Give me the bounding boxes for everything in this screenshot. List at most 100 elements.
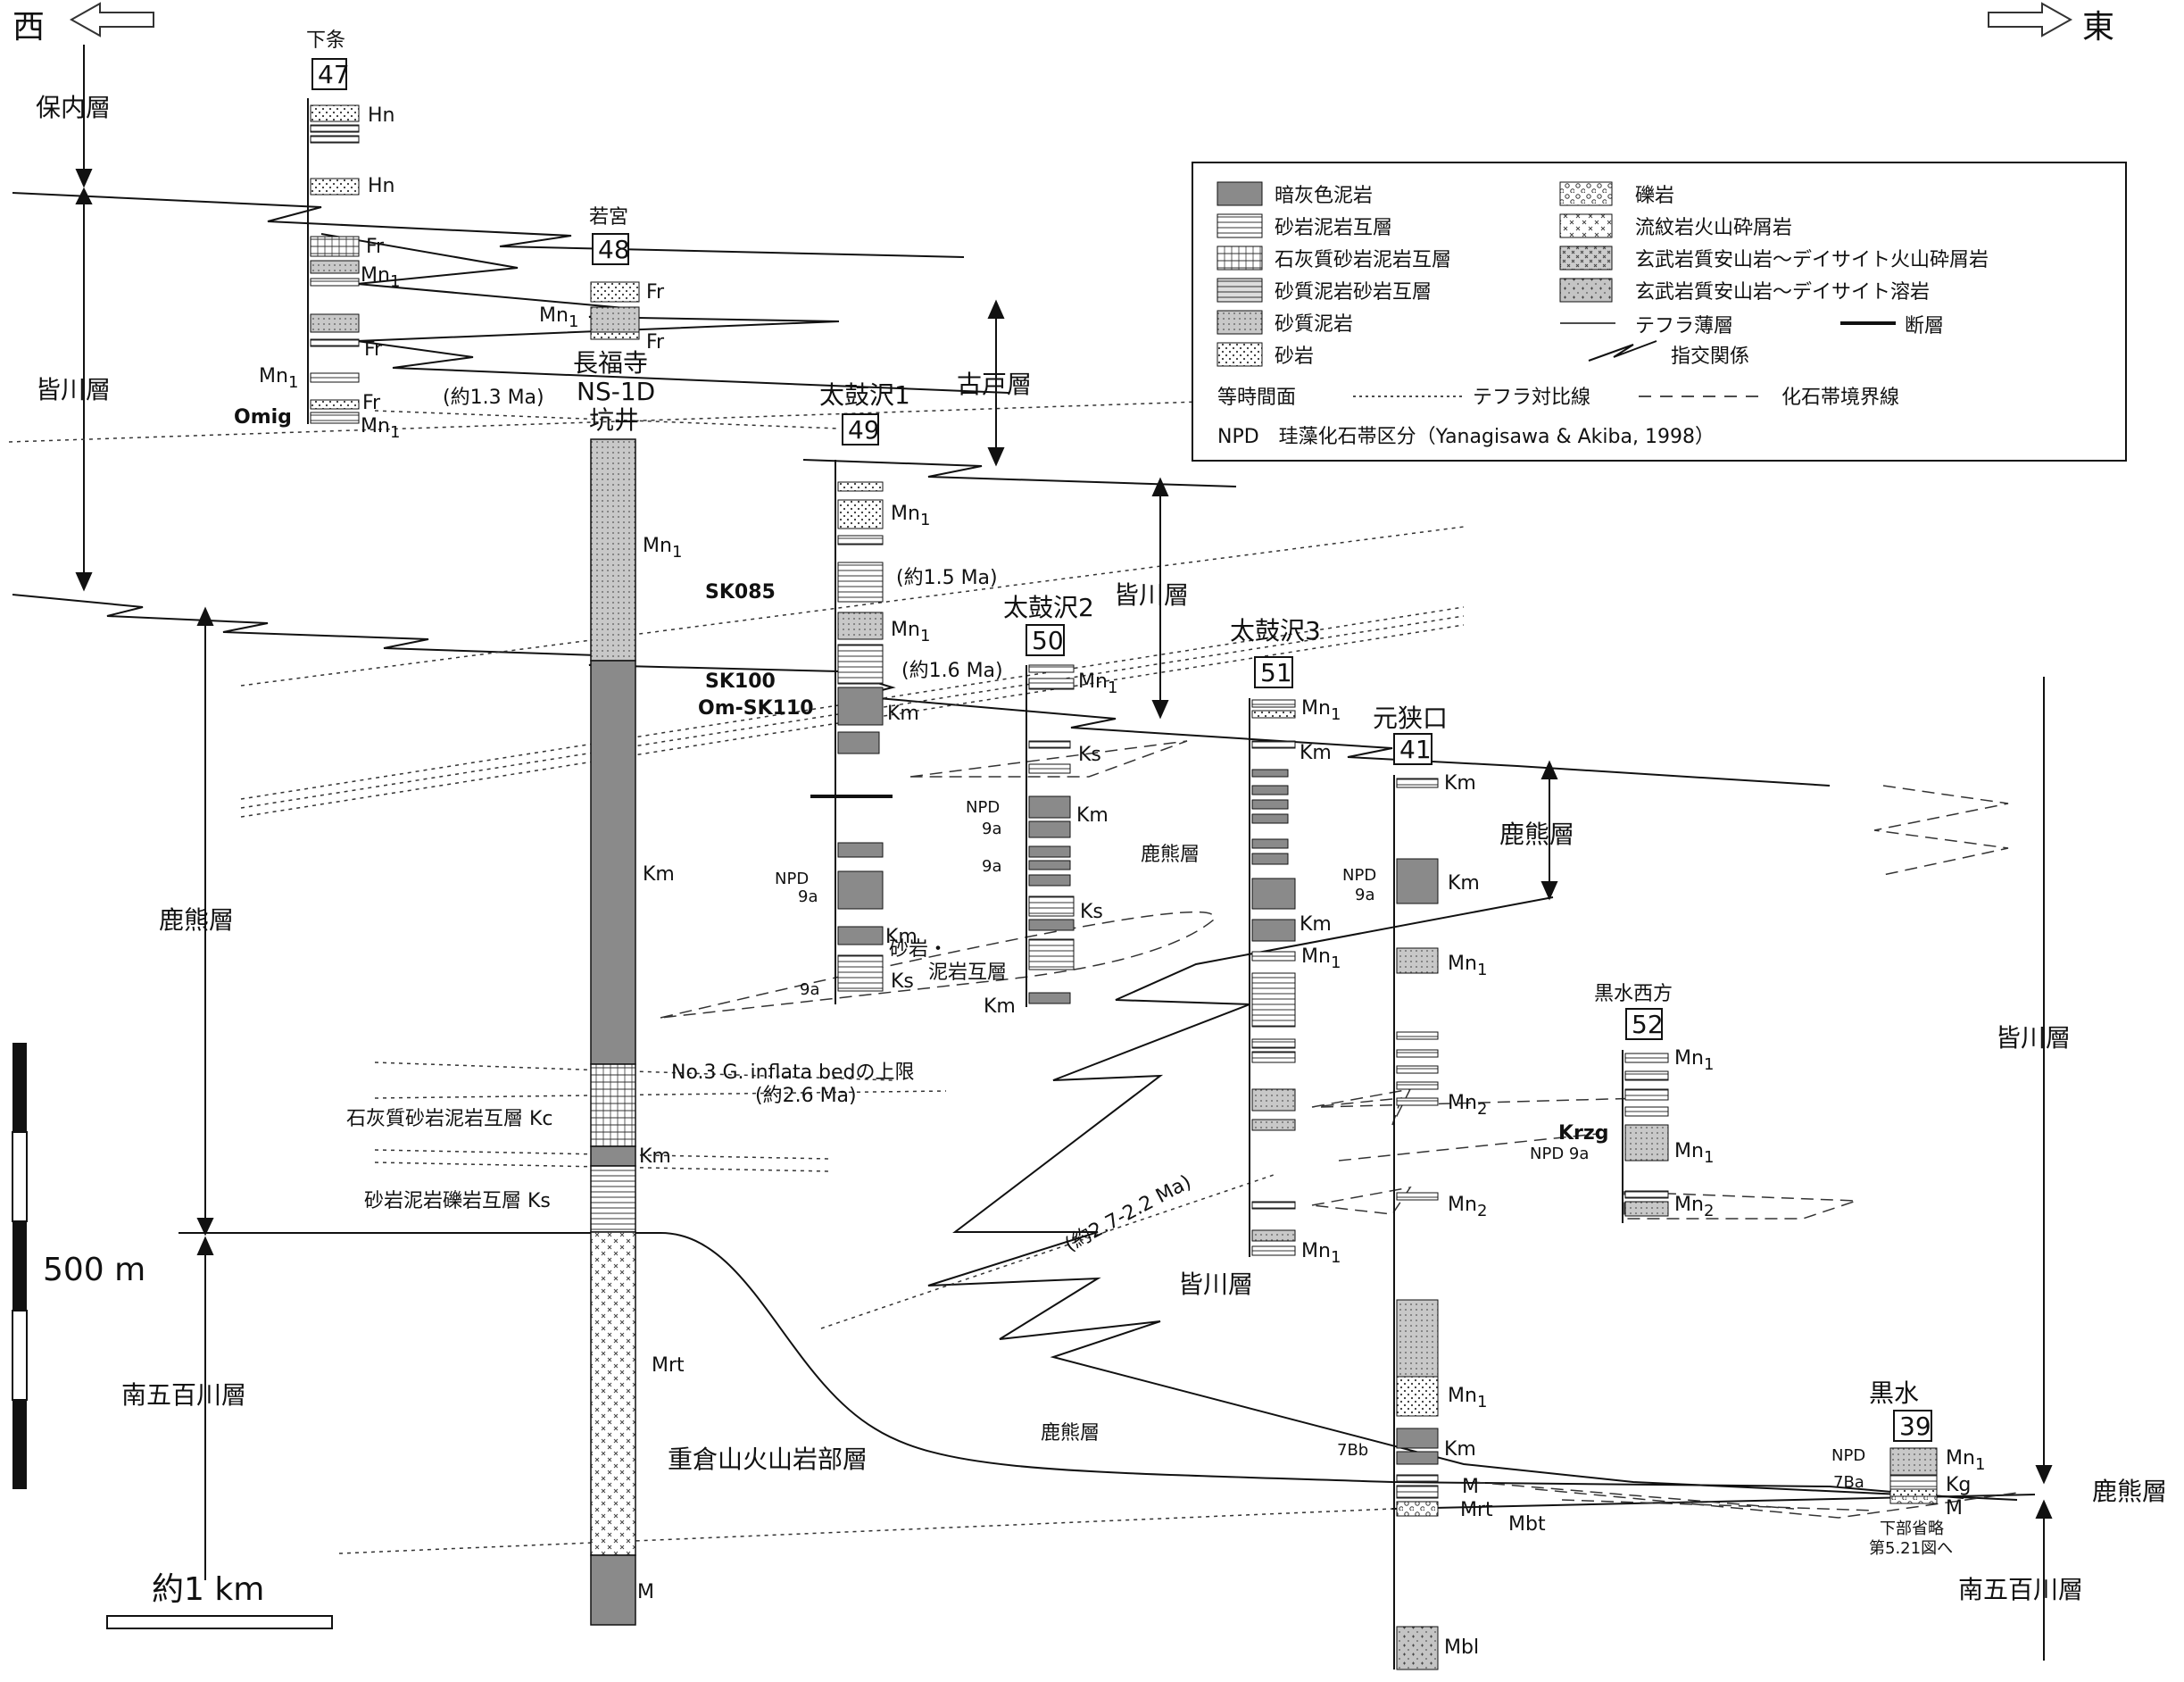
age-1-6ma-label: (約1.6 Ma) — [901, 660, 1003, 682]
mn1-label-51c: Mn1 — [1301, 1240, 1341, 1267]
m-label-ns1d: M — [637, 1581, 654, 1603]
kakuma-formation-label-east: 鹿熊層 — [1499, 820, 1574, 849]
npd-label-49: NPD — [775, 870, 809, 888]
fr-label-47c: Fr — [362, 392, 381, 414]
section-52-name: 黒水西方 — [1594, 983, 1673, 1005]
km-label-ns1d: Km — [643, 863, 675, 886]
mn1-label-41a: Mn1 — [1448, 953, 1487, 979]
section-39-num-box — [1893, 1410, 1932, 1442]
krzg-tephra-label: Krzg — [1558, 1122, 1608, 1145]
section-52-num: 52 — [1632, 1010, 1664, 1039]
section-49-name: 太鼓沢1 — [819, 380, 910, 410]
legend-box — [1192, 162, 2127, 462]
section-50-num: 50 — [1032, 626, 1064, 655]
npd-9a-label-41: 9a — [1355, 886, 1374, 904]
omig-tephra-label: Omig — [234, 406, 292, 429]
section-41: 元狭口 41 Km Km Mn1 Mn2 Mn2 Mn1 Km M Mrt Mb… — [1337, 704, 1546, 1670]
legend-basalt-lava: 玄武岩質安山岩〜デイサイト溶岩 — [1635, 281, 1930, 304]
m-label-39: M — [1946, 1497, 1963, 1520]
mn1-label-41b: Mn1 — [1448, 1385, 1487, 1411]
mn1-label-ns1d: Mn1 — [643, 535, 682, 562]
km-label-51b: Km — [1300, 913, 1332, 936]
horizontal-scale-label: 約1 km — [152, 1571, 264, 1608]
age-2-6ma-label: (約2.6 Ma) — [755, 1085, 857, 1107]
lower-omitted-note: 下部省略 — [1880, 1520, 1944, 1538]
section-39: 黒水 39 Mn1 Kg M NPD 7Ba 下部省略 第5.21図へ — [1831, 1378, 1985, 1558]
section-47-name: 下条 — [306, 29, 345, 52]
age-1-3ma-label: (約1.3 Ma) — [443, 387, 544, 409]
kc-description-label: 石灰質砂岩泥岩互層 Kc — [346, 1108, 553, 1130]
mn1-label-50: Mn1 — [1078, 670, 1117, 697]
legend-conglomerate: 礫岩 — [1635, 185, 1674, 207]
minagawa-formation-label-lower: 皆川層 — [1178, 1270, 1253, 1299]
fossil-zone-lines — [660, 740, 2018, 1519]
m-label-41: M — [1462, 1476, 1479, 1498]
section-51-num-box — [1254, 656, 1293, 688]
sandstone-mud-label-2: 泥岩互層 — [928, 962, 1007, 984]
section-50-name: 太鼓沢2 — [1003, 593, 1094, 622]
npd-label-39: NPD — [1831, 1446, 1865, 1465]
mn1-label-47c: Mn1 — [361, 415, 400, 442]
ks-label-50a: Ks — [1078, 744, 1101, 766]
section-48: 若宮 48 Fr Mn1 Fr — [539, 206, 665, 354]
section-47-num-box — [311, 58, 347, 90]
ns1d-name-line1: 長福寺 — [573, 348, 648, 378]
section-39-num: 39 — [1899, 1411, 1931, 1441]
legend-fossil-bound: 化石帯境界線 — [1781, 387, 1899, 409]
km-label-51a: Km — [1300, 742, 1332, 764]
east-direction: 東 — [1988, 2, 2114, 46]
inflata-bed-label: No.3 G. inflata bedの上限 — [671, 1062, 915, 1084]
age-1-5ma-label: (約1.5 Ma) — [896, 567, 998, 589]
legend-dark-mud: 暗灰色泥岩 — [1275, 185, 1373, 207]
age-2-7-2-2ma-label: (約2.7-2.2 Ma) — [1061, 1171, 1195, 1257]
east-label: 東 — [2082, 9, 2114, 46]
section-48-num: 48 — [598, 235, 630, 264]
west-label: 西 — [12, 9, 45, 46]
mn1-label-51b: Mn1 — [1301, 945, 1341, 972]
west-formation-ranges — [75, 45, 214, 1580]
mn1-label-49b: Mn1 — [891, 619, 930, 645]
km-label-41c: Km — [1444, 1438, 1476, 1461]
sk085-tephra-label: SK085 — [705, 581, 776, 604]
kakuma-formation-label-west: 鹿熊層 — [159, 905, 234, 935]
legend-sandstone: 砂岩 — [1275, 346, 1314, 368]
ns1d-name-line2: NS-1D — [577, 377, 655, 406]
fr-label-48b: Fr — [646, 331, 665, 354]
section-48-name: 若宮 — [589, 206, 628, 229]
ks-label-49: Ks — [891, 970, 914, 993]
mn1-label-48: Mn1 — [539, 304, 578, 331]
honai-formation-label: 保内層 — [36, 93, 111, 122]
fr-label-47b: Fr — [364, 338, 383, 361]
section-49-num: 49 — [848, 415, 880, 445]
mbt-label-41: Mbt — [1508, 1513, 1546, 1536]
mn2-label-52: Mn2 — [1674, 1194, 1714, 1220]
correlation-lines — [12, 192, 2036, 1510]
section-49: 太鼓沢1 49 Mn1 Mn1 Km Km Ks (約1.5 Ma) (約1.6… — [775, 380, 1016, 1018]
minamiiogawa-formation-label-west: 南五百川層 — [121, 1380, 246, 1410]
section-41-num-box — [1393, 733, 1432, 765]
npd-9a-label-49b: 9a — [800, 980, 819, 999]
mn1-label-39: Mn1 — [1946, 1447, 1985, 1474]
sandstone-mud-label-1: 砂岩・ — [889, 938, 948, 961]
km-label-49b: Km — [885, 926, 918, 948]
kg-label-39: Kg — [1946, 1474, 1971, 1496]
legend-npd-desc: NPD 珪藻化石帯区分（Yanagisawa & Akiba, 1998） — [1217, 426, 1715, 448]
section-ns1d: 長福寺 NS-1D 坑井 Mn1 Km Km Mrt M 石灰質砂岩泥岩互層 K… — [346, 348, 915, 1626]
east-arrow-icon — [1988, 2, 2073, 37]
mn2-label-41a: Mn2 — [1448, 1092, 1487, 1119]
legend-tephra-corr: テフラ対比線 — [1473, 387, 1590, 409]
center-formation-ranges — [987, 299, 2053, 1661]
mn1-label-52b: Mn1 — [1674, 1140, 1714, 1167]
vertical-scale-label: 500 m — [43, 1252, 145, 1288]
horizontal-scale-bar — [106, 1615, 333, 1629]
mrt-label-ns1d: Mrt — [652, 1354, 685, 1377]
section-50-num-box — [1026, 624, 1065, 656]
shigekura-label: 重倉山火山岩部層 — [668, 1445, 868, 1474]
section-47: 下条 47 Hn Hn Fr Mn1 Fr Mn1 Fr Mn1 Omig (約… — [234, 29, 544, 442]
kakuma-formation-label-far-east: 鹿熊層 — [2092, 1477, 2167, 1506]
legend-calc-ss-mud: 石灰質砂岩泥岩互層 — [1275, 249, 1451, 271]
legend-interfinger: 指交関係 — [1671, 346, 1749, 368]
fr-label-47a: Fr — [366, 236, 385, 258]
legend-isochron: 等時間面 — [1217, 387, 1296, 409]
